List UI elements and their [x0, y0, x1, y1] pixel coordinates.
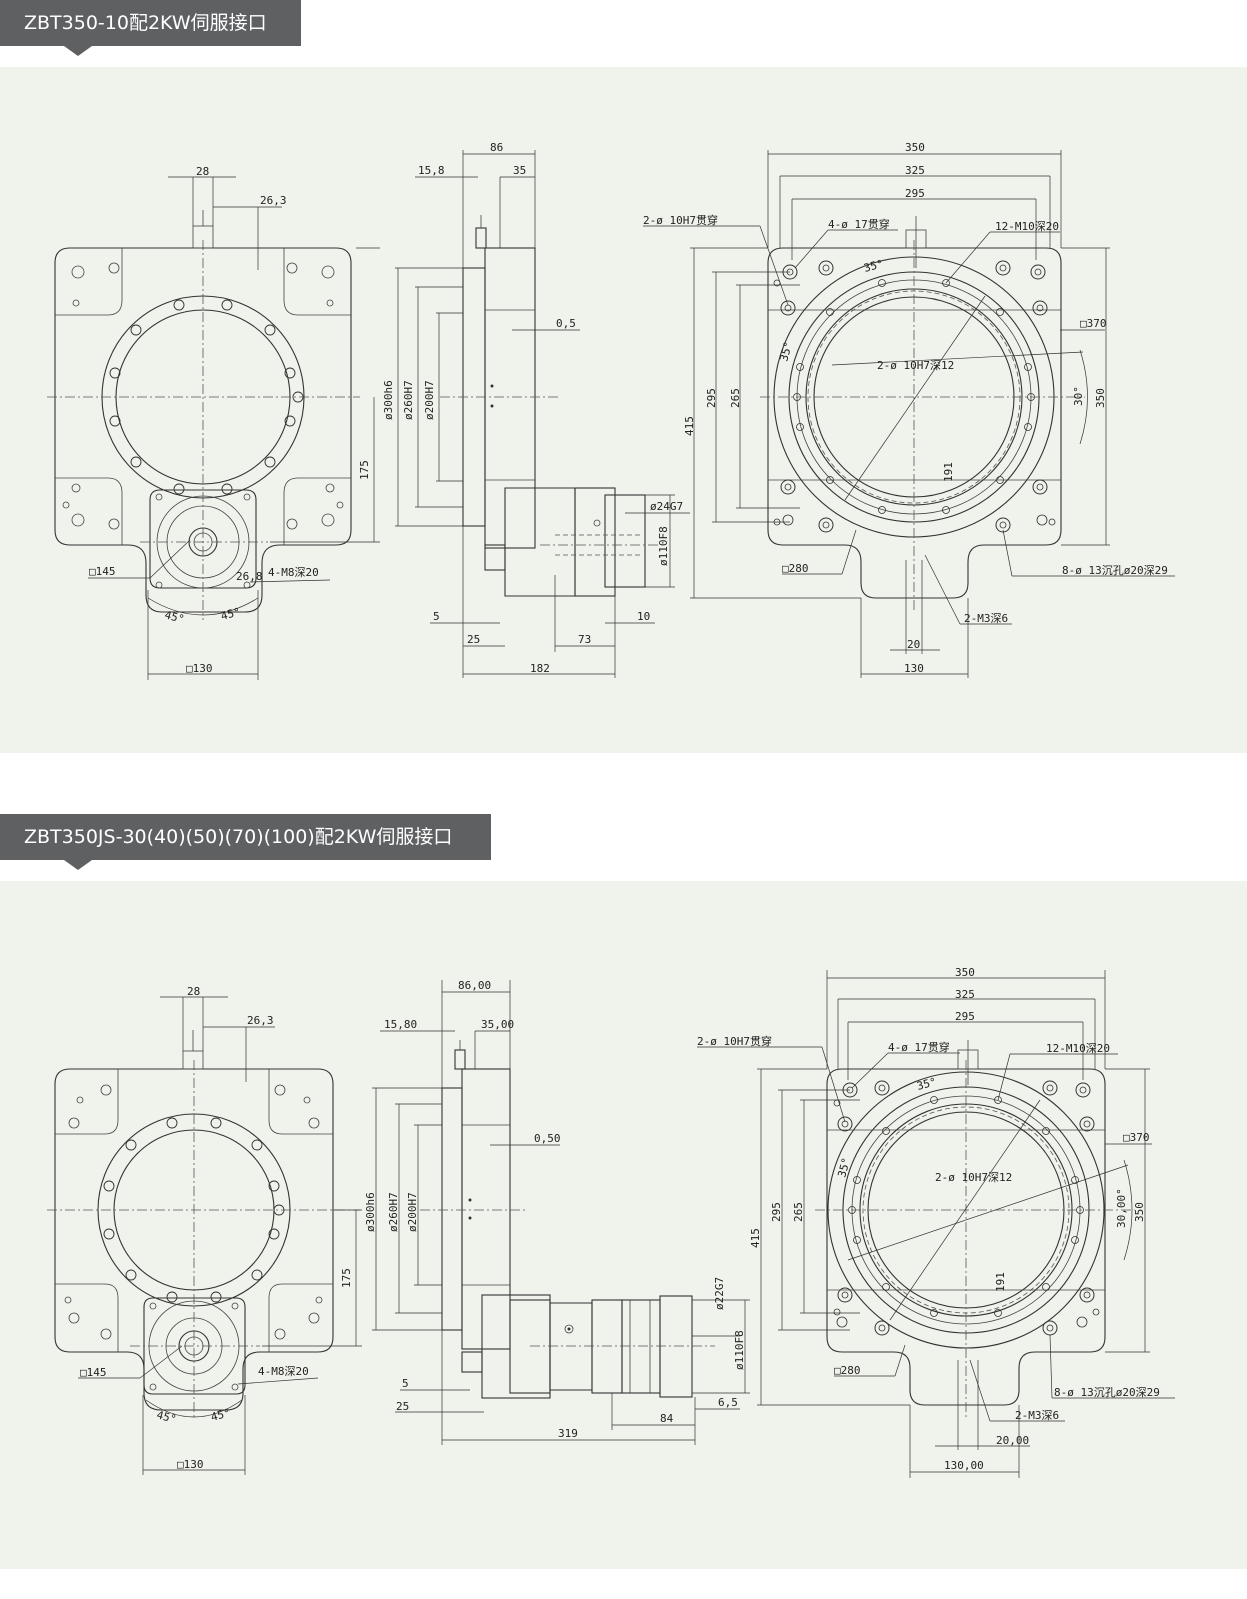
front-view-1: 28 26,3 175 □145 26,8 4-M8深20 45° 45° □1… — [47, 165, 380, 680]
side1-dim-0-5: 0,5 — [556, 317, 576, 330]
top1-dim-350v: 350 — [1094, 388, 1107, 408]
drawing-panel-2 — [0, 881, 1247, 1569]
side1-dim-10: 10 — [637, 610, 650, 623]
top1-hole4-note: 4-ø 17贯穿 — [828, 217, 890, 231]
top1-counterbore-note: 8-ø 13沉孔ø20深29 — [1062, 564, 1168, 577]
top1-dim-295v: 295 — [705, 388, 718, 408]
section-title-1-text: ZBT350-10配2KW伺服接口 — [24, 12, 267, 34]
top1-angle-30: 30° — [1072, 386, 1085, 406]
front1-dim-28: 28 — [196, 165, 209, 178]
side1-dim-15-8: 15,8 — [418, 164, 445, 177]
side1-dim-25: 25 — [467, 633, 480, 646]
side1-phi24: ø24G7 — [650, 500, 683, 513]
side1-dim-73: 73 — [578, 633, 591, 646]
top1-center-note: 2-ø 10H7深12 — [877, 359, 954, 372]
front1-angle-b: 45° — [219, 605, 242, 623]
top1-angle-35b: 35° — [777, 340, 795, 363]
top1-dim-265v: 265 — [729, 388, 742, 408]
side1-dim-182: 182 — [530, 662, 550, 675]
front1-dim-26-3: 26,3 — [260, 194, 287, 207]
side1-phi300: ø300h6 — [382, 380, 395, 420]
top1-sq280: □280 — [782, 562, 809, 575]
side1-phi200: ø200H7 — [423, 380, 436, 420]
side1-dim-35: 35 — [513, 164, 526, 177]
top1-m3-note: 2-M3深6 — [964, 612, 1008, 625]
top1-angle-35a: 35° — [862, 257, 885, 275]
top-view-1: 350 325 295 2-ø 10H7贯穿 4-ø 17贯穿 12-M10深2… — [643, 141, 1175, 678]
top1-dim-295: 295 — [905, 187, 925, 200]
front1-dim-130: □130 — [186, 662, 213, 675]
side1-dim-86: 86 — [490, 141, 503, 154]
top1-sq370: □370 — [1080, 317, 1107, 330]
side1-phi260: ø260H7 — [402, 380, 415, 420]
front1-dim-145: □145 — [89, 565, 116, 578]
top1-dim-20: 20 — [907, 638, 920, 651]
drawing-1: 28 26,3 175 □145 26,8 4-M8深20 45° 45° □1… — [47, 141, 1175, 680]
section-title-2: ZBT350JS-30(40)(50)(70)(100)配2KW伺服接口 — [0, 814, 491, 870]
front1-dim-26-8: 26,8 — [236, 570, 263, 583]
front1-m8-note: 4-M8深20 — [268, 566, 319, 579]
drawing-panel-1 — [0, 67, 1247, 753]
side1-dim-5: 5 — [433, 610, 440, 623]
top1-dim-130: 130 — [904, 662, 924, 675]
section-title-1: ZBT350-10配2KW伺服接口 — [0, 0, 301, 56]
side1-phi110: ø110F8 — [657, 526, 670, 566]
top1-m10-note: 12-M10深20 — [995, 220, 1059, 233]
section-title-2-text: ZBT350JS-30(40)(50)(70)(100)配2KW伺服接口 — [24, 826, 453, 848]
side-view-1: 86 15,8 35 0,5 ø300h6 ø260H7 ø200H7 ø24G… — [382, 141, 690, 678]
top1-dim-325: 325 — [905, 164, 925, 177]
top1-hole2-note: 2-ø 10H7贯穿 — [643, 213, 718, 227]
top1-dim-415: 415 — [683, 416, 696, 436]
front1-dim-175: 175 — [358, 460, 371, 480]
top1-dim-350: 350 — [905, 141, 925, 154]
top1-dim-191: 191 — [942, 462, 955, 482]
front1-angle-a: 45° — [163, 608, 186, 626]
